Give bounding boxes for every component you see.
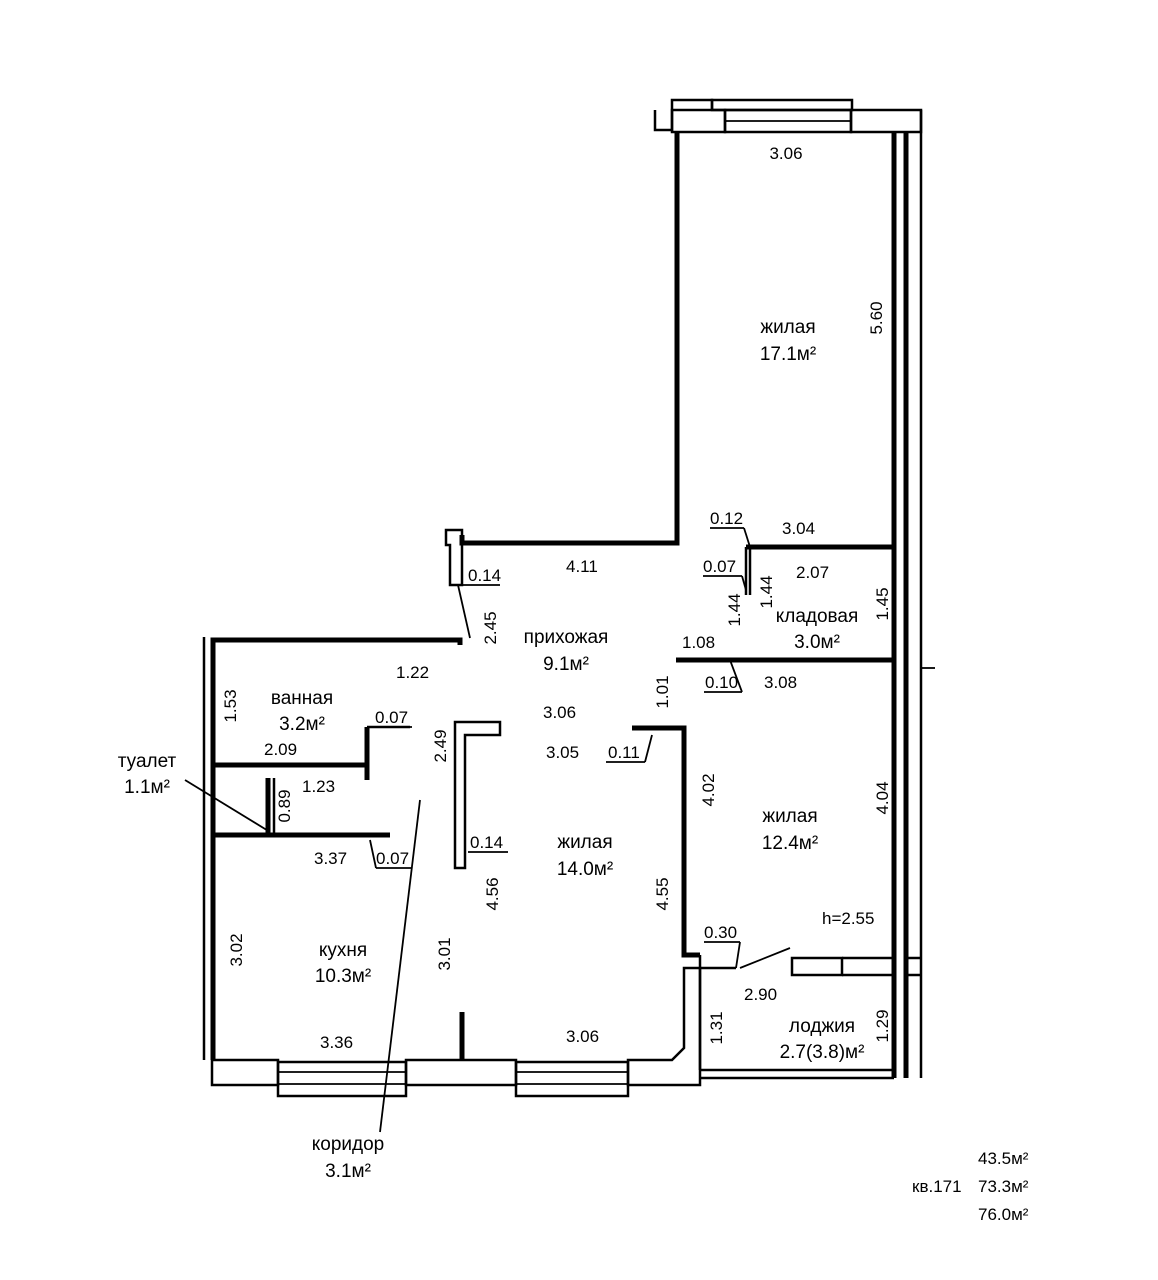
room-bath-name: ванная <box>271 688 333 709</box>
walls <box>202 98 935 1098</box>
apartment-number: кв.171 <box>912 1177 962 1196</box>
toilet-leader <box>184 779 271 833</box>
room-storage-area: 3.0м² <box>794 632 840 653</box>
central-partition <box>453 720 502 870</box>
room-toilet-name: туалет <box>118 751 177 772</box>
dim-144a: 1.44 <box>725 593 744 626</box>
room-loggia-area: 2.7(3.8)м² <box>780 1042 865 1063</box>
dim-306a: 3.06 <box>543 703 576 722</box>
room-living3-name: жилая <box>762 806 817 827</box>
dim-122: 1.22 <box>396 663 429 682</box>
dim-007c: 0.07 <box>376 849 409 868</box>
dim-089: 0.89 <box>275 789 294 822</box>
room-living2-name: жилая <box>557 832 612 853</box>
left-exterior-wall <box>210 637 463 1060</box>
room-kitchen-name: кухня <box>319 940 367 961</box>
top-parapet-left <box>653 98 714 132</box>
dim-337: 3.37 <box>314 849 347 868</box>
dim-145: 1.45 <box>873 587 892 620</box>
living3-left-wall <box>632 725 700 958</box>
room-corridor-name: коридор <box>312 1134 385 1155</box>
room-hall-name: прихожая <box>524 627 609 648</box>
dim-height: h=2.55 <box>822 909 874 928</box>
dim-123: 1.23 <box>302 777 335 796</box>
bottom-wall-block-3 <box>626 966 702 1087</box>
dim-305: 3.05 <box>546 743 579 762</box>
dim-306b: 3.06 <box>566 1027 599 1046</box>
room-living3-area: 12.4м² <box>762 833 818 854</box>
bottom-wall-block-1 <box>210 1058 280 1087</box>
dim-455: 4.55 <box>653 877 672 910</box>
room-living1-area: 17.1м² <box>760 344 816 365</box>
dim-249: 2.49 <box>431 729 450 762</box>
dim-131: 1.31 <box>707 1011 726 1044</box>
dim-301: 3.01 <box>435 937 454 970</box>
room-hall-area: 9.1м² <box>543 654 589 675</box>
bottom-wall-block-2 <box>404 1058 518 1087</box>
dim-007b: 0.07 <box>375 708 408 727</box>
dim-209: 2.09 <box>264 740 297 759</box>
hall-column <box>444 528 464 587</box>
room-living1-name: жилая <box>760 317 815 338</box>
dim-308: 3.08 <box>764 673 797 692</box>
dim-290: 2.90 <box>744 985 777 1004</box>
dim-108: 1.08 <box>682 633 715 652</box>
living2-window <box>514 1060 630 1098</box>
top-window-sill <box>710 98 854 112</box>
dim-014b: 0.14 <box>470 833 503 852</box>
dim-302: 3.02 <box>227 933 246 966</box>
room-kitchen-area: 10.3м² <box>315 966 371 987</box>
corridor-leader <box>379 799 421 1133</box>
dim-030: 0.30 <box>704 923 737 942</box>
room-labels: жилая 17.1м² прихожая 9.1м² кладовая 3.0… <box>118 317 865 1182</box>
dim-456: 4.56 <box>483 877 502 910</box>
room-corridor-area: 3.1м² <box>325 1161 371 1182</box>
top-wall-block-right <box>849 108 923 134</box>
dim-129: 1.29 <box>873 1009 892 1042</box>
total-living-area: 43.5м² <box>978 1149 1029 1168</box>
dim-007a: 0.07 <box>703 557 736 576</box>
top-wall-block-left <box>670 108 727 134</box>
area-totals: 43.5м² кв.171 73.3м² 76.0м² <box>912 1149 1029 1224</box>
dim-top-width: 3.06 <box>769 144 802 163</box>
dim-101: 1.01 <box>653 675 672 708</box>
dim-011: 0.11 <box>608 743 640 762</box>
bedroom1-left-wall <box>459 132 680 546</box>
balcony-door <box>790 956 844 977</box>
room-living2-area: 14.0м² <box>557 859 613 880</box>
dim-207: 2.07 <box>796 563 829 582</box>
dim-402: 4.02 <box>699 773 718 806</box>
dim-404: 4.04 <box>873 781 892 814</box>
dim-014a: 0.14 <box>468 566 501 585</box>
leader-lines <box>184 527 791 1133</box>
dim-010: 0.10 <box>705 673 738 692</box>
dim-304: 3.04 <box>782 519 815 538</box>
dim-153: 1.53 <box>221 689 240 722</box>
dim-144b: 1.44 <box>757 575 776 608</box>
dimension-labels: 3.06 5.60 0.12 3.04 0.07 2.07 1.44 1.44 … <box>221 144 892 1052</box>
dim-411: 4.11 <box>566 557 598 576</box>
dim-245: 2.45 <box>481 611 500 644</box>
total-area-with-loggia: 76.0м² <box>978 1205 1029 1224</box>
total-area: 73.3м² <box>978 1177 1029 1196</box>
room-bath-area: 3.2м² <box>279 714 325 735</box>
dim-336: 3.36 <box>320 1033 353 1052</box>
room-loggia-name: лоджия <box>789 1016 855 1037</box>
dim-012: 0.12 <box>710 509 743 528</box>
room-toilet-area: 1.1м² <box>124 777 170 798</box>
dim-right-height: 5.60 <box>867 301 886 334</box>
room-storage-name: кладовая <box>776 606 859 627</box>
